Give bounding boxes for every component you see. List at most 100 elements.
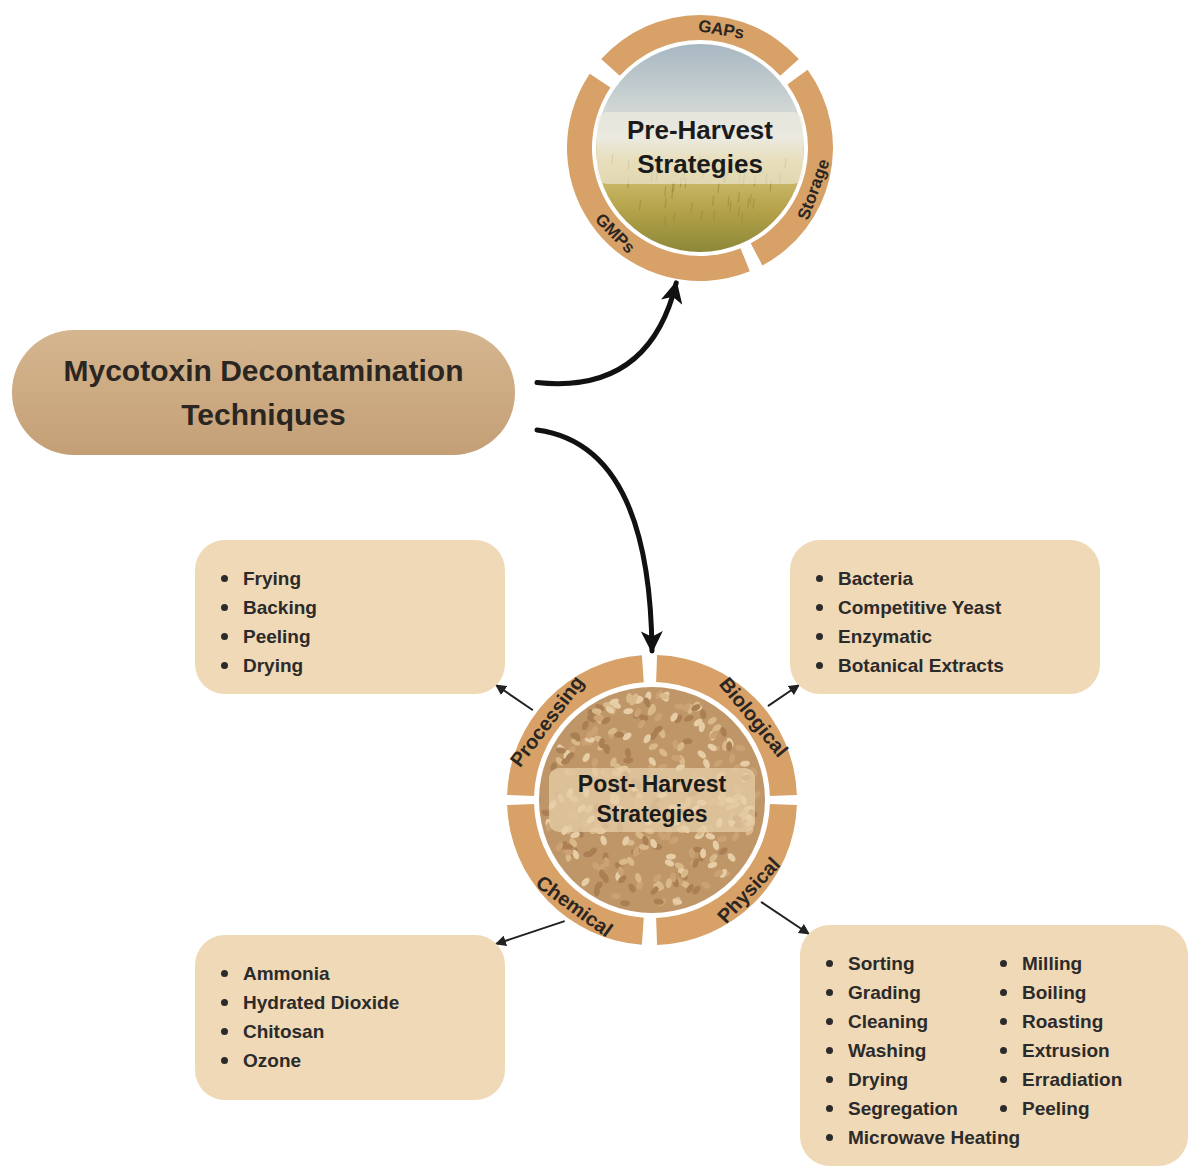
seed: [621, 835, 631, 847]
wheat-stalk: [664, 216, 665, 226]
seed: [587, 846, 598, 857]
seed: [668, 835, 680, 845]
list-item: Erradiation: [998, 1065, 1172, 1094]
list-item: Ammonia: [219, 959, 489, 988]
seed: [726, 741, 732, 751]
seed: [617, 866, 624, 877]
circle-center: Pre-Harvest Strategies: [567, 15, 833, 281]
wheat-stalk: [750, 194, 751, 204]
list-item: Bacteria: [814, 564, 1084, 593]
seed: [717, 846, 729, 857]
seed: [657, 747, 668, 758]
seed: [672, 897, 683, 906]
seed: [655, 880, 666, 892]
connector-arrow: [496, 685, 532, 710]
circle-title: Post- Harvest Strategies: [549, 768, 755, 832]
seed-image: [539, 687, 765, 913]
wheat-stalk: [753, 199, 754, 209]
seed: [571, 849, 581, 861]
seed: [568, 837, 579, 849]
list-item: Peeling: [998, 1094, 1172, 1123]
seed: [580, 876, 591, 887]
wheat-stalk: [748, 198, 749, 208]
wheat-stalk: [701, 211, 702, 221]
list-item: Boiling: [998, 978, 1172, 1007]
seed: [696, 749, 707, 760]
wheat-stalk: [672, 189, 673, 199]
connector-arrow: [537, 430, 652, 651]
seed: [740, 760, 751, 767]
seed: [671, 754, 682, 761]
connector-arrow: [769, 685, 799, 706]
seed: [699, 709, 707, 720]
seed: [692, 717, 704, 728]
seed: [623, 757, 634, 764]
wheat-stalk: [691, 203, 692, 213]
list-item: Washing: [824, 1036, 998, 1065]
seed: [629, 692, 640, 704]
seed: [669, 711, 679, 723]
technique-list: SortingGradingCleaningWashingDryingSegre…: [800, 925, 1188, 1166]
list-item: Competitive Yeast: [814, 593, 1084, 622]
seed: [633, 707, 643, 719]
strategy-circle: Pre-Harvest StrategiesGAPsStorageGMPs: [567, 15, 833, 281]
seed: [719, 726, 728, 737]
seed: [602, 857, 610, 868]
wheat-stalk: [718, 183, 719, 193]
seed: [624, 748, 631, 759]
seed: [625, 856, 636, 868]
seed: [691, 857, 700, 869]
seed: [563, 849, 574, 856]
seed: [683, 714, 695, 724]
list-item: Enzymatic: [814, 622, 1084, 651]
seed: [706, 742, 718, 752]
seed: [713, 869, 725, 879]
seed: [700, 848, 706, 858]
seed: [585, 729, 595, 741]
seed: [560, 756, 572, 766]
seed: [556, 743, 567, 755]
seed: [706, 715, 718, 726]
seed: [691, 884, 702, 895]
seed: [676, 741, 686, 753]
seed: [607, 726, 619, 736]
list-item: Milling: [998, 949, 1172, 978]
list-item: Cleaning: [824, 1007, 998, 1036]
list-item: Drying: [824, 1065, 998, 1094]
seed: [682, 701, 692, 713]
list-item: Microwave Heating: [824, 1123, 1172, 1152]
seed: [731, 831, 741, 843]
list-item: Roasting: [998, 1007, 1172, 1036]
seed: [608, 697, 619, 706]
seed: [647, 742, 659, 752]
circle-title: Pre-Harvest Strategies: [597, 112, 803, 184]
list-footer: Microwave Heating: [824, 1123, 1172, 1152]
wheat-stalk: [713, 196, 714, 206]
seed: [690, 703, 702, 713]
list-item: Drying: [219, 651, 489, 680]
seed: [653, 712, 664, 724]
seed: [658, 692, 669, 700]
connector-arrow: [762, 902, 809, 934]
seed: [611, 893, 621, 899]
seed: [650, 704, 656, 714]
seed: [620, 900, 631, 907]
seed: [708, 852, 719, 863]
source-pill: Mycotoxin Decontamination Techniques: [12, 330, 515, 455]
seed: [705, 832, 716, 840]
technique-list: BacteriaCompetitive YeastEnzymaticBotani…: [790, 540, 1100, 694]
field-image: [596, 44, 804, 252]
wheat-stalk: [730, 202, 731, 212]
list-item: Hydrated Dioxide: [219, 988, 489, 1017]
list-item: Chitosan: [219, 1017, 489, 1046]
technique-list: FryingBackingPeelingDrying: [195, 540, 505, 694]
seed: [591, 757, 598, 768]
list-item: Grading: [824, 978, 998, 1007]
connector-arrow: [496, 921, 564, 944]
seed: [636, 718, 647, 730]
seed: [735, 744, 746, 751]
seed: [569, 731, 581, 740]
seed: [717, 835, 728, 843]
list-item: Backing: [219, 593, 489, 622]
list-item: Extrusion: [998, 1036, 1172, 1065]
